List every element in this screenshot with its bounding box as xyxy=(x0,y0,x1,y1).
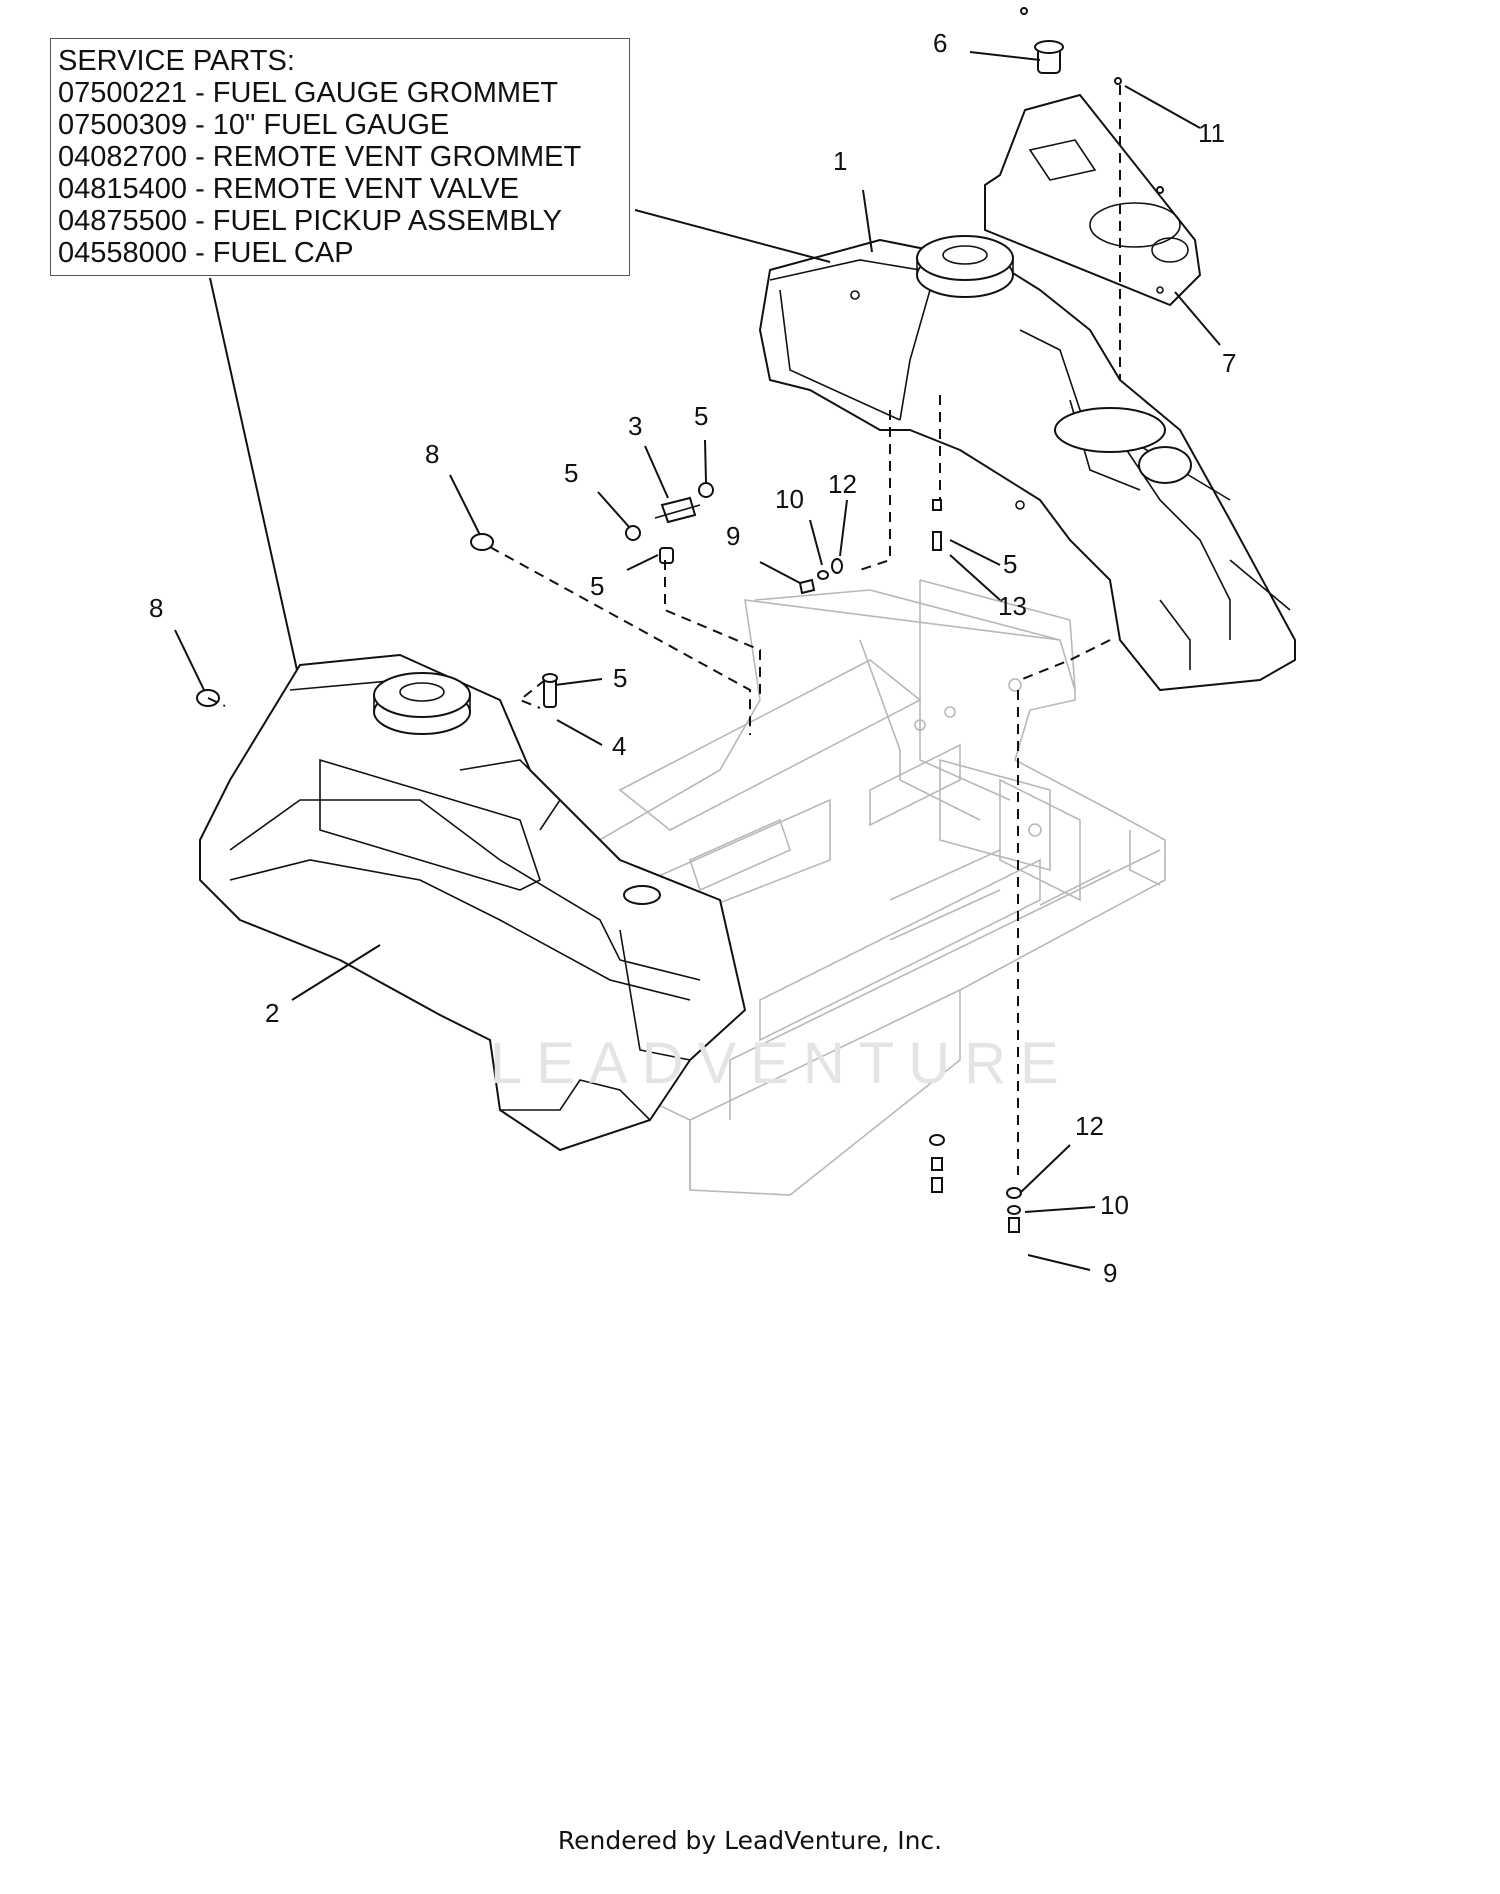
callout-5-left: 5 xyxy=(564,458,578,488)
callout-12-bottom: 12 xyxy=(1075,1111,1104,1141)
callout-6: 6 xyxy=(933,28,947,58)
callout-4: 4 xyxy=(612,731,626,761)
hardware xyxy=(798,77,1164,1233)
callout-9-bottom: 9 xyxy=(1103,1258,1117,1288)
mower-frame xyxy=(564,579,1166,1196)
callout-13: 13 xyxy=(998,591,1027,621)
callout-5-top: 5 xyxy=(694,401,708,431)
callout-labels: 1 2 3 4 5 5 5 5 5 6 7 8 8 9 9 10 10 11 1… xyxy=(149,28,1236,1288)
callout-12-top: 12 xyxy=(828,469,857,499)
callout-5-lower: 5 xyxy=(590,571,604,601)
right-fuel-tank xyxy=(759,239,1296,691)
fuel-gauge-fitting xyxy=(1020,7,1064,74)
service-part-item: 04558000 - FUEL CAP xyxy=(58,237,354,269)
callout-5-mid: 5 xyxy=(613,663,627,693)
service-part-item: 07500221 - FUEL GAUGE GROMMET xyxy=(58,77,559,109)
callout-10-bottom: 10 xyxy=(1100,1190,1129,1220)
callout-2: 2 xyxy=(265,998,279,1028)
service-part-item: 04815400 - REMOTE VENT VALVE xyxy=(58,173,519,205)
service-part-item: 04875500 - FUEL PICKUP ASSEMBLY xyxy=(58,205,563,237)
service-part-item: 07500309 - 10" FUEL GAUGE xyxy=(58,109,450,141)
remote-vent-valve xyxy=(196,482,714,708)
service-part-item: 04082700 - REMOTE VENT GROMMET xyxy=(58,141,582,173)
fuel-cap-right xyxy=(916,235,1014,298)
fuel-gauge-panel xyxy=(984,94,1201,306)
callout-10-top: 10 xyxy=(775,484,804,514)
callout-9-top: 9 xyxy=(726,521,740,551)
assembly-lines xyxy=(207,85,1121,1175)
fuel-cap-left xyxy=(373,672,661,905)
callout-8-left: 8 xyxy=(149,593,163,623)
callout-1: 1 xyxy=(833,146,847,176)
callout-7: 7 xyxy=(1222,348,1236,378)
watermark: LEADVENTURE xyxy=(490,1031,1073,1096)
callout-11: 11 xyxy=(1198,118,1225,148)
service-parts-heading: SERVICE PARTS: xyxy=(58,45,295,77)
callout-8-top: 8 xyxy=(425,439,439,469)
callout-3: 3 xyxy=(628,411,642,441)
service-parts-box xyxy=(50,38,630,276)
callout-5-right: 5 xyxy=(1003,549,1017,579)
leader-lines xyxy=(174,51,1221,1271)
footer-credit: Rendered by LeadVenture, Inc. xyxy=(557,1826,943,1855)
